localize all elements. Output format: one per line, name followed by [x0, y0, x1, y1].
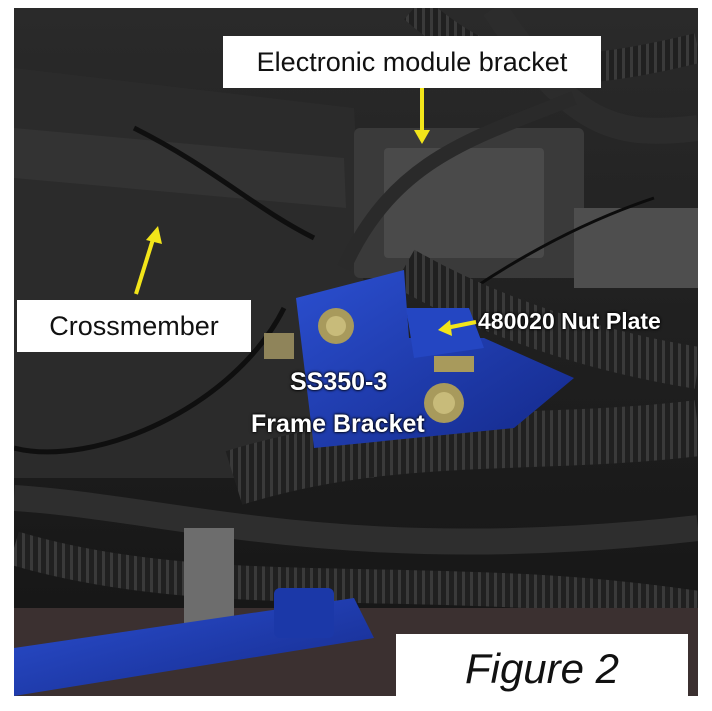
figure-caption: Figure 2	[396, 634, 688, 704]
arrow-to-module-bracket	[414, 88, 430, 144]
crossmember-label: Crossmember	[17, 300, 251, 352]
photo-illustration	[14, 8, 698, 696]
vehicle-underside-photo	[14, 8, 698, 696]
frame-bracket-label: Frame Bracket	[251, 410, 425, 438]
nut-plate-label: 480020 Nut Plate	[478, 308, 661, 334]
arrow-to-nut-plate	[438, 320, 477, 336]
electronic-module-bracket-label: Electronic module bracket	[223, 36, 601, 88]
arrow-to-crossmember	[134, 226, 162, 295]
part-number-label: SS350-3	[290, 368, 388, 396]
